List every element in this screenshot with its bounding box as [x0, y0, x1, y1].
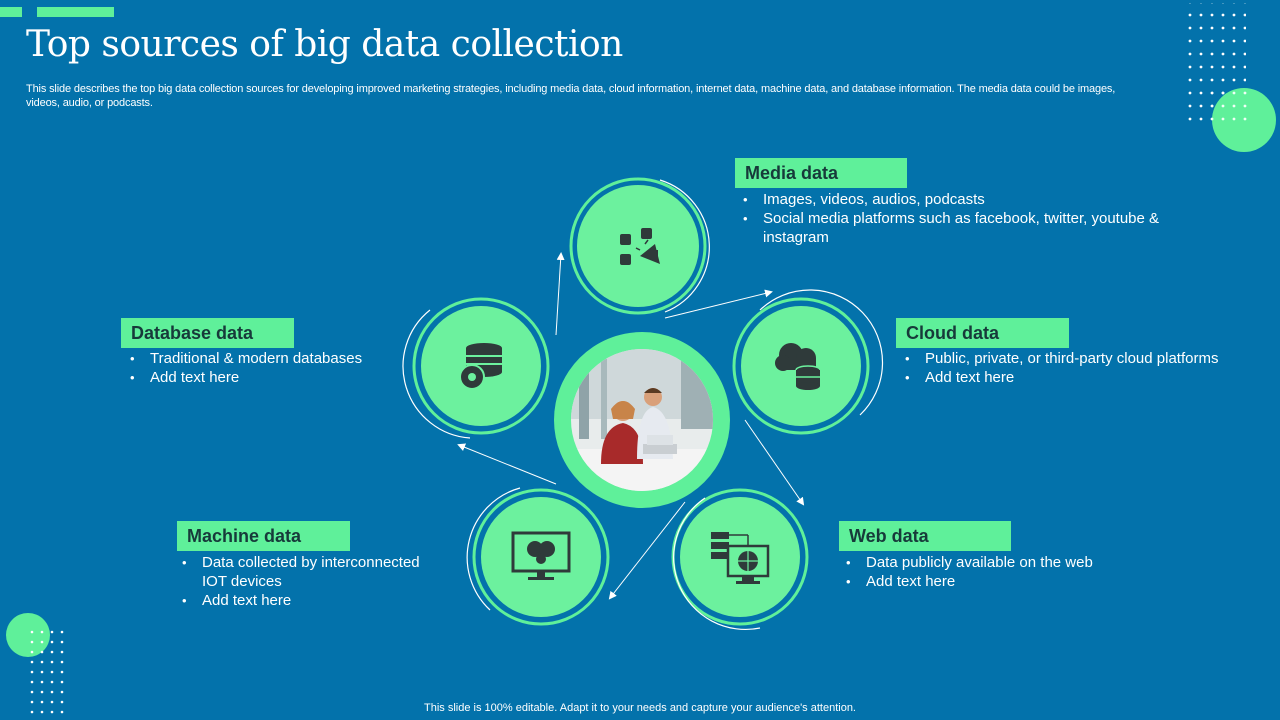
database-data-bullets: Traditional & modern databases Add text …	[130, 349, 410, 387]
list-item: Traditional & modern databases	[130, 349, 410, 368]
cloud-data-heading: Cloud data	[896, 318, 1069, 348]
list-item: Add text here	[905, 368, 1265, 387]
decor-bar-large	[37, 7, 114, 17]
node-cloud	[732, 289, 884, 435]
list-item: Public, private, or third-party cloud pl…	[905, 349, 1265, 368]
monitor-brain-gear-icon	[511, 531, 571, 580]
center-photo	[571, 349, 713, 491]
list-item: Add text here	[130, 368, 410, 387]
node-machine	[466, 487, 610, 626]
list-item: Data collected by interconnected IOT dev…	[182, 553, 447, 591]
list-item: Social media platforms such as facebook,…	[743, 209, 1183, 247]
web-data-bullets: Data publicly available on the web Add t…	[846, 553, 1176, 591]
node-web	[671, 488, 809, 631]
node-database	[402, 297, 550, 439]
machine-data-bullets: Data collected by interconnected IOT dev…	[182, 553, 447, 610]
flow-arrows	[457, 252, 805, 600]
social-media-megaphone-icon	[620, 228, 660, 265]
machine-data-heading: Machine data	[177, 521, 350, 551]
media-data-heading: Media data	[735, 158, 907, 188]
list-item: Images, videos, audios, podcasts	[743, 190, 1183, 209]
media-data-bullets: Images, videos, audios, podcasts Social …	[743, 190, 1183, 247]
list-item: Add text here	[846, 572, 1176, 591]
decor-bottom-left	[6, 613, 70, 718]
footer-note: This slide is 100% editable. Adapt it to…	[424, 702, 856, 714]
page-subtitle: This slide describes the top big data co…	[26, 83, 1116, 109]
office-people-image	[571, 349, 713, 491]
decor-top-right	[1186, 3, 1276, 152]
web-server-icon	[711, 532, 770, 584]
page-title: Top sources of big data collection	[26, 24, 623, 65]
list-item: Data publicly available on the web	[846, 553, 1176, 572]
cloud-database-icon	[775, 343, 821, 390]
web-data-heading: Web data	[839, 521, 1011, 551]
database-data-heading: Database data	[121, 318, 294, 348]
node-media	[569, 177, 710, 315]
list-item: Add text here	[182, 591, 447, 610]
decor-bar-small	[0, 7, 22, 17]
cloud-data-bullets: Public, private, or third-party cloud pl…	[905, 349, 1265, 387]
database-gear-icon	[459, 343, 502, 390]
